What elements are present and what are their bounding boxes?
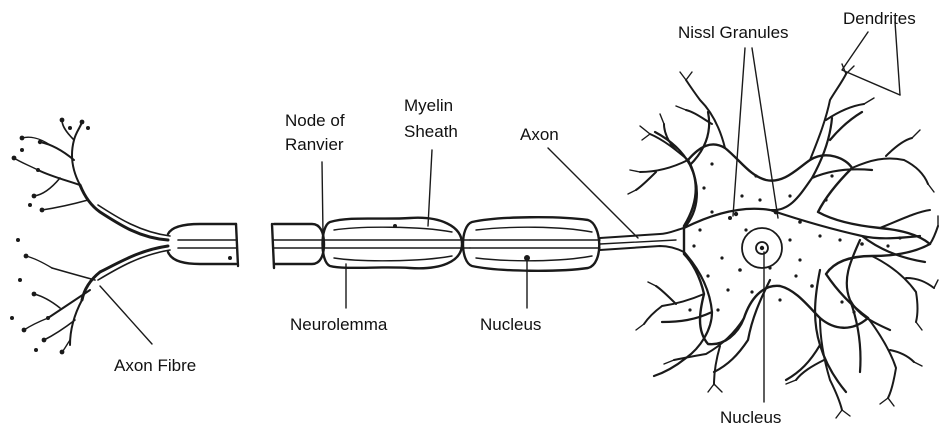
label-nucleus-sheath: Nucleus xyxy=(480,315,541,334)
label-nucleus-cell: Nucleus xyxy=(720,408,781,427)
myelin-sheath-2 xyxy=(463,217,599,271)
label-myelin-sheath-line2: Sheath xyxy=(404,122,458,141)
myelinated-axon xyxy=(272,217,684,271)
axon-segment-left xyxy=(168,224,238,266)
label-axon: Axon xyxy=(520,125,559,144)
label-axon-fibre: Axon Fibre xyxy=(114,356,196,375)
label-neurolemma: Neurolemma xyxy=(290,315,388,334)
label-node-of-ranvier-line2: Ranvier xyxy=(285,135,344,154)
terminal-bulbs xyxy=(10,118,90,355)
cell-body xyxy=(628,64,938,418)
label-myelin-sheath-line1: Myelin xyxy=(404,96,453,115)
label-dendrites: Dendrites xyxy=(843,9,916,28)
label-node-of-ranvier-line1: Node of xyxy=(285,111,345,130)
axon-terminal xyxy=(10,118,170,355)
leader-lines xyxy=(100,22,900,402)
label-nissl-granules: Nissl Granules xyxy=(678,23,789,42)
